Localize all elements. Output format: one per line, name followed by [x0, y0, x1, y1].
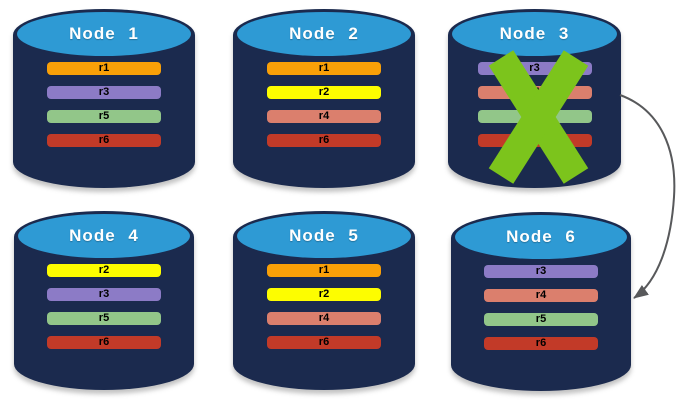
replica-bar: r6: [267, 336, 381, 349]
replica-bar: r4: [267, 110, 381, 123]
replica-bar: r1: [267, 264, 381, 277]
replica-bar: r5: [477, 110, 592, 123]
replica-bar: r2: [267, 86, 381, 99]
replica-list: r1 r3 r5 r6: [13, 62, 195, 147]
replica-list: r1 r2 r4 r6: [233, 264, 415, 349]
replica-bar: r3: [484, 265, 598, 278]
replica-bar: r4: [484, 289, 598, 302]
cylinder-top: Node 4: [18, 214, 190, 258]
replica-bar: r4: [477, 86, 592, 99]
cylinder-top: Node 1: [17, 12, 191, 56]
node-title: Node 5: [289, 226, 359, 245]
node-2: Node 2 r1 r2 r4 r6: [233, 9, 415, 188]
cylinder-top: Node 2: [237, 12, 411, 56]
replica-bar: r6: [484, 337, 598, 350]
replica-bar: r5: [484, 313, 598, 326]
replica-list: r3 r4 r5 r6: [448, 62, 621, 147]
replica-bar: r5: [47, 312, 161, 325]
replica-bar: r2: [47, 264, 161, 277]
replica-bar: r1: [267, 62, 381, 75]
node-1: Node 1 r1 r3 r5 r6: [13, 9, 195, 188]
replica-bar: r4: [267, 312, 381, 325]
node-title: Node 3: [499, 24, 570, 43]
replica-list: r1 r2 r4 r6: [233, 62, 415, 147]
node-title: Node 1: [69, 24, 139, 43]
node-5: Node 5 r1 r2 r4 r6: [233, 211, 415, 390]
replica-list: r3 r4 r5 r6: [451, 265, 631, 350]
replica-bar: r2: [267, 288, 381, 301]
replica-bar: r6: [47, 336, 161, 349]
node-title: Node 6: [506, 227, 576, 246]
node-6: Node 6 r3 r4 r5 r6: [451, 212, 631, 391]
node-3: Node 3 r3 r4 r5 r6: [448, 9, 621, 188]
cylinder-top: Node 6: [455, 215, 627, 259]
replica-bar: r6: [267, 134, 381, 147]
node-4: Node 4 r2 r3 r5 r6: [14, 211, 194, 390]
replica-bar: r3: [47, 86, 161, 99]
replica-bar: r3: [477, 62, 592, 75]
cylinder-top: Node 3: [452, 12, 617, 56]
replica-bar: r5: [47, 110, 161, 123]
node-title: Node 4: [69, 226, 139, 245]
replica-bar: r1: [47, 62, 161, 75]
replica-bar: r6: [47, 134, 161, 147]
replica-bar: r6: [477, 134, 592, 147]
replica-list: r2 r3 r5 r6: [14, 264, 194, 349]
node-title: Node 2: [289, 24, 359, 43]
cylinder-top: Node 5: [237, 214, 411, 258]
replica-bar: r3: [47, 288, 161, 301]
